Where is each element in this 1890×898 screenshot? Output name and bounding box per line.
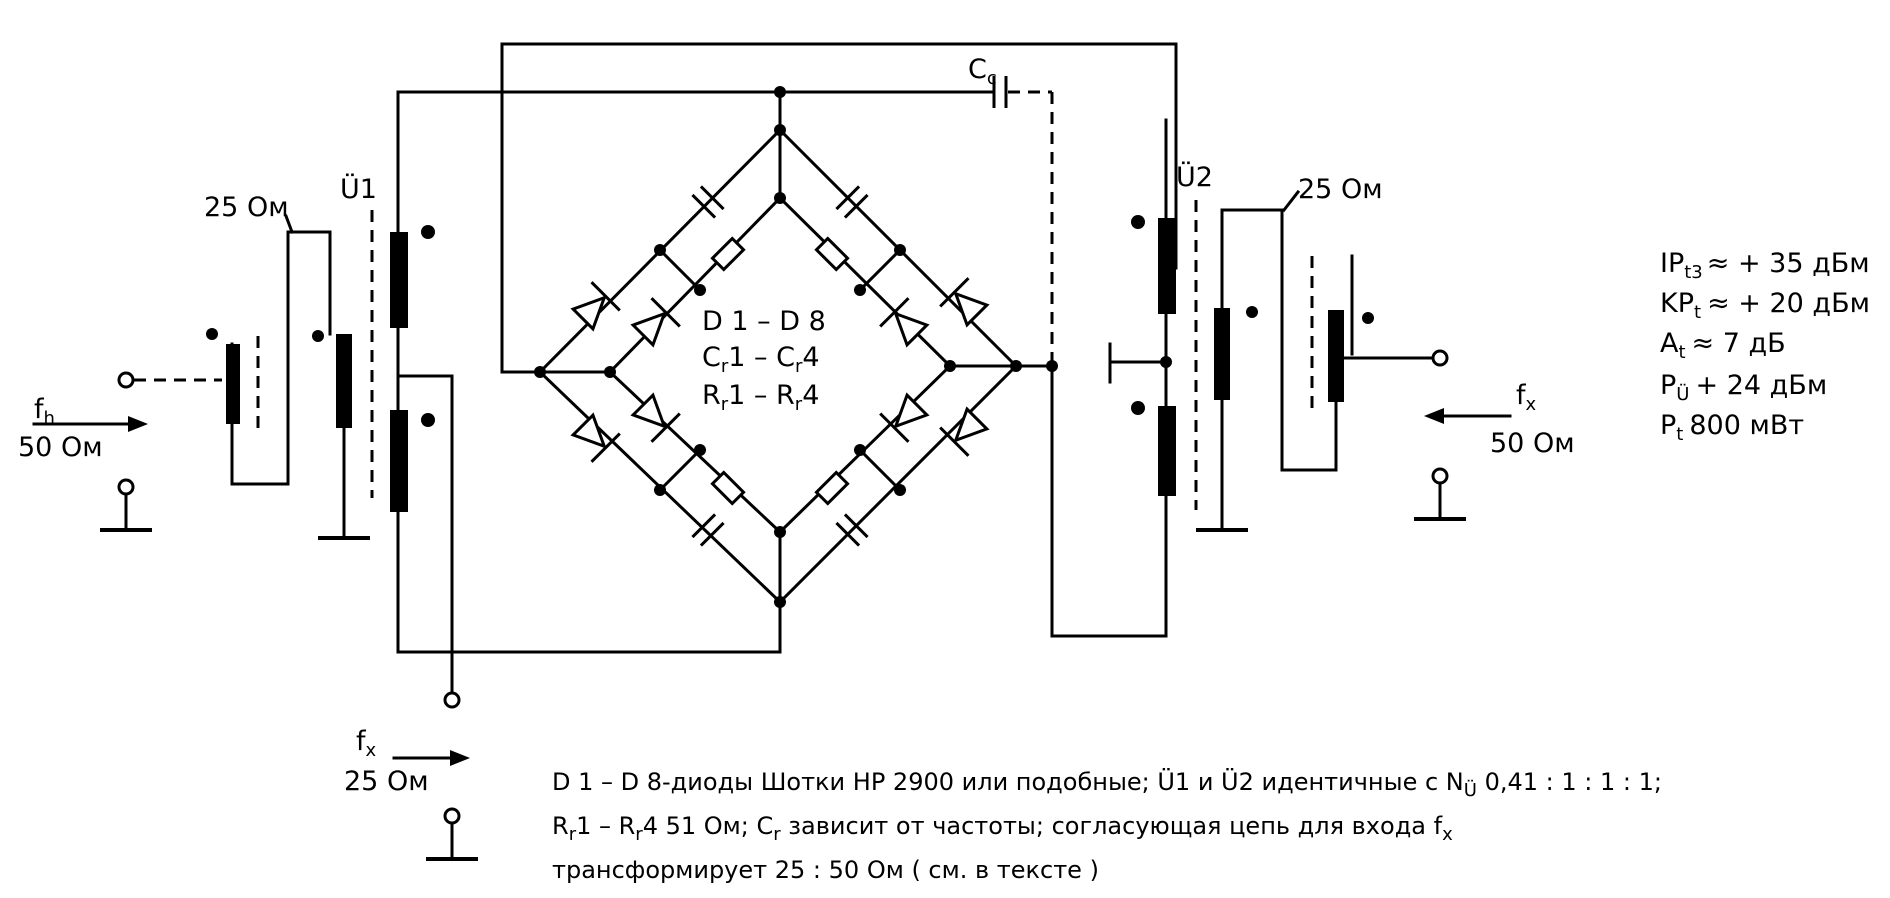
transformer-u1: Ü1 [340,90,782,709]
bottom-port-freq: fx [356,726,377,761]
output-port-freq: fx [1516,380,1537,415]
spec-ip3: IPt3≈ + 35 дБм [1660,248,1870,283]
left-secondary-impedance: 25 Ом [204,192,289,223]
footnotes: D 1 – D 8-диоды Шотки HP 2900 или подобн… [552,767,1662,884]
note-line-2: Rr1 – Rr4 51 Ом; Cr зависит от частоты; … [552,812,1453,845]
bottom-port-impedance: 25 Ом [344,766,429,797]
coupling-cap-label: Cc [968,54,997,89]
output-terminal [1431,349,1449,367]
output-matching-transformer: 25 Ом [1194,174,1449,532]
bottom-port-fx: fx 25 Ом [344,726,480,861]
transformer-u1-label: Ü1 [340,173,377,205]
input-matching-transformer: 25 Ом [204,192,372,540]
note-line-3: трансформирует 25 : 50 Ом ( см. в тексте… [552,856,1099,884]
right-secondary-impedance: 25 Ом [1298,174,1383,205]
specifications: IPt3≈ + 35 дБм KPt≈ + 20 дБм At≈ 7 дБ PÜ… [1660,248,1870,445]
output-ground-terminal [1431,467,1449,485]
input-port-fh: fh 50 Ом [18,371,222,532]
bridge-caps-label: Cr1 – Cr4 [702,342,820,377]
diode-bridge: D 1 – D 8 Cr1 – Cr4 Rr1 – Rr4 [534,124,1022,608]
bottom-port-terminal [443,691,461,709]
top-wiring: Cc [500,42,1178,374]
right-wiring [1014,118,1168,638]
spec-power-u: PÜ+ 24 дБм [1660,370,1827,405]
input-ground-terminal [117,478,135,496]
bridge-diodes-label: D 1 – D 8 [702,306,826,337]
bridge-resistors-label: Rr1 – Rr4 [702,380,819,415]
bottom-ground-terminal [443,807,461,825]
output-port-impedance: 50 Ом [1490,428,1575,459]
note-line-1: D 1 – D 8-диоды Шотки HP 2900 или подобн… [552,767,1662,801]
transformer-u2-label: Ü2 [1176,161,1213,193]
input-impedance-label: 50 Ом [18,432,103,463]
output-port-fx: fx 50 Ом [1412,380,1575,521]
input-terminal [117,371,135,389]
spec-attenuation: At≈ 7 дБ [1660,328,1786,363]
input-freq-label: fh [34,394,55,429]
spec-kp: KPt≈ + 20 дБм [1660,288,1870,323]
transformer-u2: Ü2 [1108,161,1213,510]
